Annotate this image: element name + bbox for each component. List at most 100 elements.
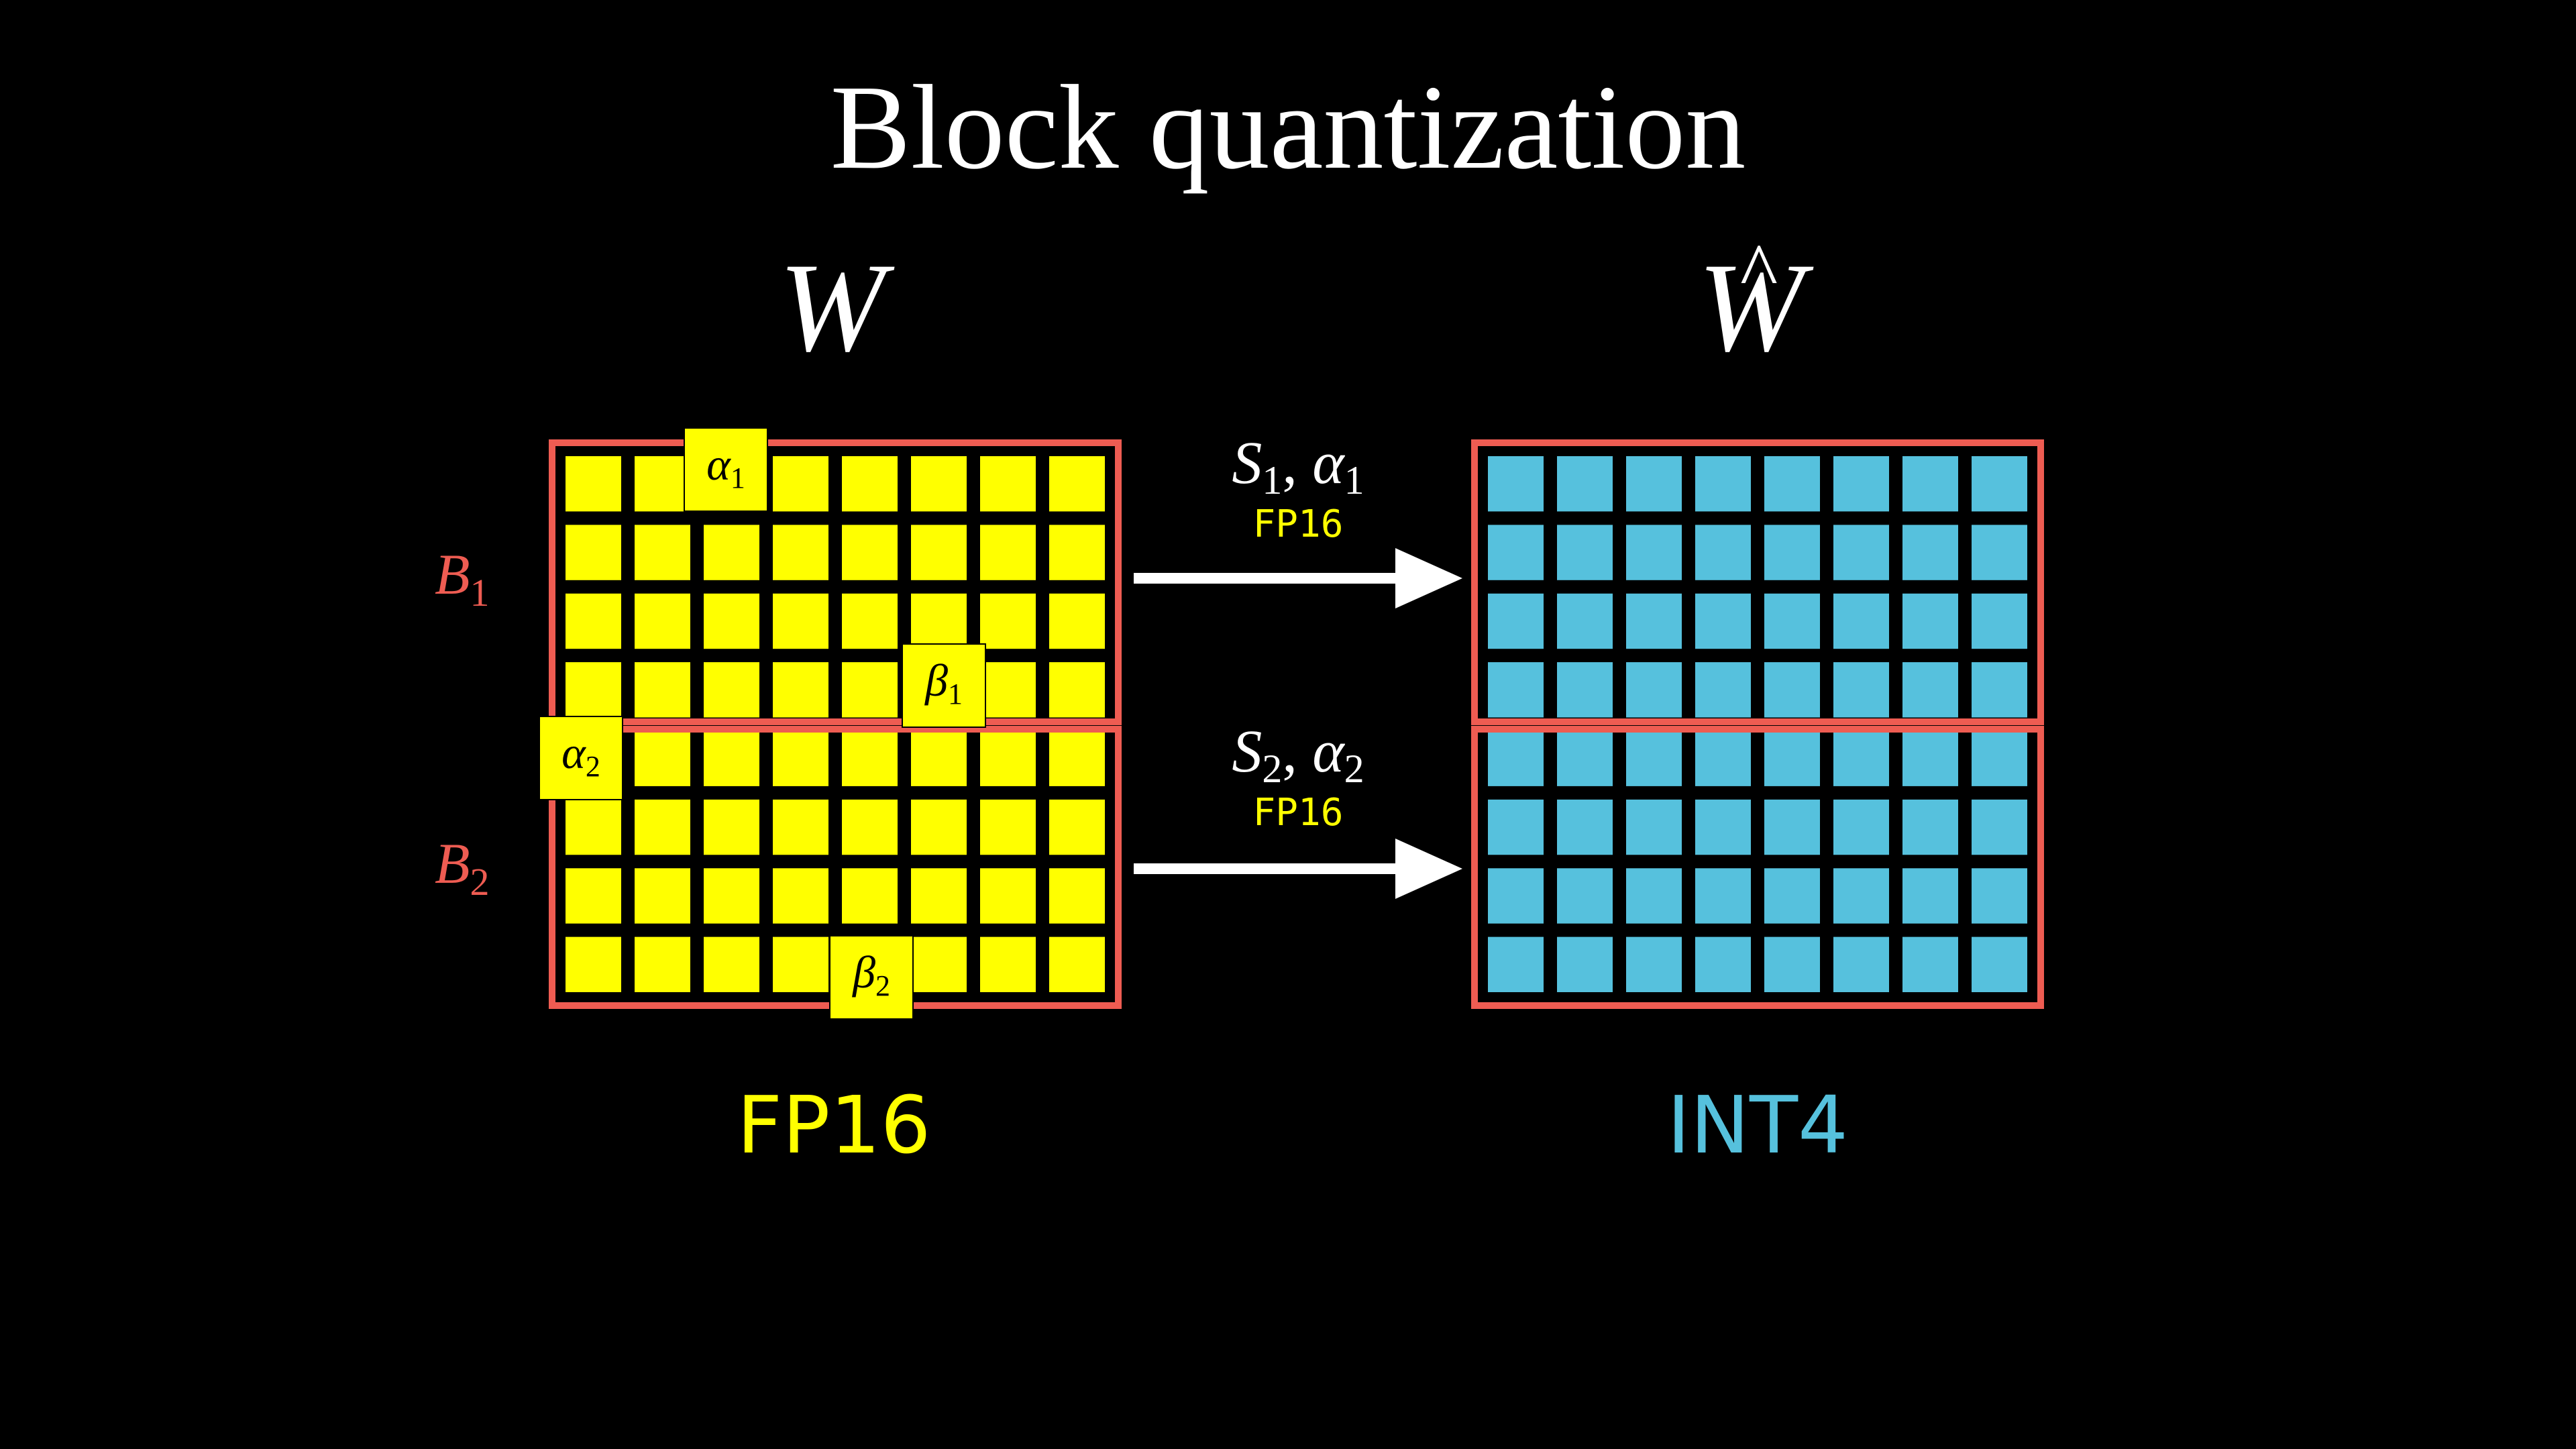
right-matrix-hat: ^ [1740,227,1778,316]
left-matrix-cell [1049,593,1105,649]
left-matrix-cell [1049,662,1105,718]
beta-1-text: β1 [924,655,963,710]
right-matrix-cell [1488,936,1544,992]
arrow-block-2: S2, α2 FP16 [1134,718,1462,899]
right-matrix-cell [1626,525,1682,580]
right-matrix-cell [1972,662,2027,718]
right-matrix-cell [1764,456,1820,512]
right-matrix-cell [1488,456,1544,512]
left-matrix-cell [1049,731,1105,786]
left-matrix-cell [911,456,967,512]
left-matrix-cell [566,662,621,718]
left-matrix-caption: FP16 [737,1079,930,1171]
beta-1-box [902,643,986,728]
left-matrix-cell [566,593,621,649]
left-matrix-cell [842,662,898,718]
left-matrix-cell [911,936,967,992]
left-matrix-cell [635,731,690,786]
left-matrix-cell [980,662,1036,718]
right-matrix-symbol: W [1698,237,1814,378]
block-1-label: B1 [435,542,490,614]
right-matrix-cell [1902,868,1958,924]
alpha-2-marker: α2 [539,716,623,800]
right-matrix-cell [1695,936,1751,992]
left-matrix-cell [1049,456,1105,512]
arrow-1-label: S1, α1 [1232,430,1364,502]
left-matrix-cell [635,799,690,855]
right-matrix-cell [1764,662,1820,718]
left-matrix-cell [704,868,759,924]
right-matrix-cell [1972,868,2027,924]
right-matrix-cell [1972,525,2027,580]
left-matrix-cell [635,868,690,924]
left-matrix-cell [842,868,898,924]
left-matrix-cell [1049,799,1105,855]
left-matrix-cell [635,593,690,649]
left-block-1-border [549,439,1122,725]
beta-2-marker: β2 [829,935,914,1020]
left-matrix-symbol: W [779,237,895,378]
alpha-2-text: α2 [561,727,600,783]
left-matrix-cell [980,731,1036,786]
right-matrix-cell [1972,731,2027,786]
beta-2-box [829,935,914,1020]
alpha-1-marker: α1 [684,427,768,512]
arrow-2-head [1395,839,1462,899]
right-matrix-cell [1488,662,1544,718]
right-matrix-cell [1626,936,1682,992]
left-matrix-cell [566,525,621,580]
left-matrix-cell [980,525,1036,580]
right-matrix-cell [1626,731,1682,786]
right-matrix-cell [1902,525,1958,580]
right-matrix-cell [1557,731,1613,786]
block-2-label: B2 [435,831,490,904]
arrow-1-format: FP16 [1253,502,1344,546]
right-matrix-cell [1626,593,1682,649]
right-matrix-cell [1488,525,1544,580]
right-matrix-cell [1833,525,1889,580]
right-matrix-cell [1488,799,1544,855]
right-matrix-cell [1902,662,1958,718]
right-matrix-cell [1833,593,1889,649]
right-matrix [1471,439,2044,1009]
right-matrix-cell [1695,525,1751,580]
left-matrix-cell [566,799,621,855]
left-matrix-cell [842,593,898,649]
left-matrix-cell [704,662,759,718]
left-matrix-cell [773,936,828,992]
alpha-1-text: α1 [706,439,745,494]
right-matrix-cell [1764,593,1820,649]
left-matrix-cell [842,525,898,580]
right-matrix-cell [1902,731,1958,786]
left-matrix-cell [1049,525,1105,580]
right-matrix-cell [1626,662,1682,718]
right-matrix-cell [1764,731,1820,786]
left-matrix-cell [1049,868,1105,924]
left-matrix-cell [911,868,967,924]
right-block-1-border [1471,439,2044,725]
right-matrix-cell [1557,456,1613,512]
right-matrix-cell [1972,799,2027,855]
left-matrix-cell [635,525,690,580]
left-matrix-cell [704,936,759,992]
right-matrix-cell [1557,593,1613,649]
right-matrix-cell [1488,868,1544,924]
diagram-title: Block quantization [830,60,1746,194]
left-matrix-cell [980,593,1036,649]
right-block-2-border [1471,726,2044,1009]
right-matrix-cell [1695,662,1751,718]
right-matrix-cell [1972,936,2027,992]
left-matrix-cell [980,936,1036,992]
right-matrix-cell [1557,525,1613,580]
left-matrix-cell [635,936,690,992]
right-matrix-cell [1833,456,1889,512]
right-matrix-cell [1626,868,1682,924]
right-matrix-cell [1972,593,2027,649]
left-matrix-cell [980,868,1036,924]
right-matrix-cell [1488,593,1544,649]
right-matrix-cell [1764,936,1820,992]
right-matrix-cell [1695,868,1751,924]
right-matrix-cell [1695,731,1751,786]
right-matrix-cell [1902,456,1958,512]
